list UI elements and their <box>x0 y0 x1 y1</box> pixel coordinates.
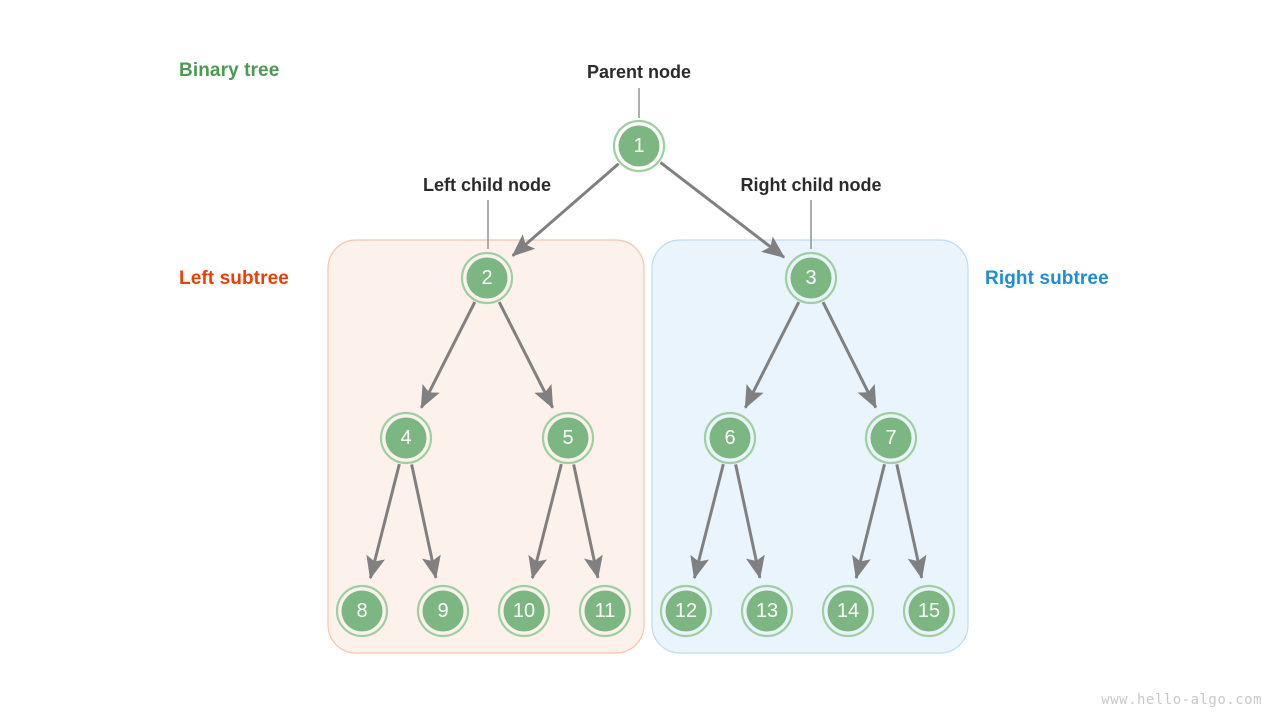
node-value-label: 9 <box>437 600 448 622</box>
tree-edge <box>744 301 801 409</box>
node-value-label: 2 <box>481 267 492 289</box>
node-disc <box>827 590 869 632</box>
tree-edge <box>420 301 477 409</box>
node-disc <box>618 125 660 167</box>
node-disc <box>341 590 383 632</box>
node-ring <box>902 584 956 638</box>
node-ring <box>578 584 632 638</box>
node-ring <box>379 411 433 465</box>
node-value-label: 12 <box>675 600 697 622</box>
node-disc <box>584 590 626 632</box>
node-disc <box>908 590 950 632</box>
tree-edge <box>528 463 563 580</box>
tree-edge <box>659 161 785 259</box>
tree-edge <box>511 162 620 257</box>
node-ring <box>497 584 551 638</box>
node-ring <box>821 584 875 638</box>
label-left-child-node: Left child node <box>423 175 551 195</box>
tree-edge <box>410 464 441 579</box>
tree-node-4: 4 <box>379 411 433 465</box>
tree-node-3: 3 <box>784 251 838 305</box>
tree-node-13: 13 <box>740 584 794 638</box>
tree-node-8: 8 <box>335 584 389 638</box>
label-left-subtree: Left subtree <box>179 268 289 289</box>
tree-node-11: 11 <box>578 584 632 638</box>
node-value-label: 11 <box>595 600 616 622</box>
node-ring <box>703 411 757 465</box>
tree-node-15: 15 <box>902 584 956 638</box>
tree-edge <box>690 463 725 580</box>
tree-edge <box>572 464 603 579</box>
left-subtree-panel <box>327 239 645 654</box>
node-disc <box>503 590 545 632</box>
node-ring <box>784 251 838 305</box>
tree-node-2: 2 <box>460 251 514 305</box>
label-right-subtree: Right subtree <box>985 268 1109 289</box>
node-disc <box>665 590 707 632</box>
tree-edge <box>734 464 765 579</box>
node-disc <box>746 590 788 632</box>
tree-node-14: 14 <box>821 584 875 638</box>
subtree-panels <box>327 239 969 654</box>
annotation-leader-lines <box>487 88 812 249</box>
node-ring <box>416 584 470 638</box>
tree-node-5: 5 <box>541 411 595 465</box>
watermark: www.hello-algo.com <box>1101 692 1262 708</box>
node-disc <box>870 417 912 459</box>
node-value-label: 3 <box>805 267 816 289</box>
node-value-label: 8 <box>356 600 367 622</box>
node-value-label: 14 <box>837 600 859 622</box>
node-ring <box>460 251 514 305</box>
node-value-label: 6 <box>724 427 735 449</box>
tree-edge <box>366 463 401 580</box>
node-value-label: 13 <box>756 600 778 622</box>
right-subtree-panel <box>651 239 969 654</box>
node-ring <box>612 119 666 173</box>
node-ring <box>864 411 918 465</box>
node-ring <box>659 584 713 638</box>
tree-node-9: 9 <box>416 584 470 638</box>
node-value-label: 10 <box>513 600 535 622</box>
tree-edge <box>821 301 878 409</box>
node-value-label: 4 <box>400 427 411 449</box>
label-parent-node: Parent node <box>586 62 692 82</box>
node-value-label: 5 <box>562 427 573 449</box>
tree-edge <box>852 463 886 580</box>
node-disc <box>385 417 427 459</box>
tree-edge <box>497 301 554 409</box>
node-disc <box>547 417 589 459</box>
node-disc <box>709 417 751 459</box>
title-binary-tree: Binary tree <box>179 60 280 81</box>
label-right-child-node: Right child node <box>740 175 882 195</box>
node-ring <box>541 411 595 465</box>
tree-edge <box>895 464 927 579</box>
tree-node-6: 6 <box>703 411 757 465</box>
tree-node-7: 7 <box>864 411 918 465</box>
tree-edges <box>366 161 927 580</box>
node-ring <box>335 584 389 638</box>
node-disc <box>422 590 464 632</box>
node-value-label: 7 <box>885 427 896 449</box>
node-value-label: 1 <box>633 135 644 157</box>
node-disc <box>466 257 508 299</box>
tree-node-12: 12 <box>659 584 713 638</box>
tree-node-1: 1 <box>612 119 666 173</box>
node-value-label: 15 <box>918 600 940 622</box>
node-disc <box>790 257 832 299</box>
node-ring <box>740 584 794 638</box>
tree-node-10: 10 <box>497 584 551 638</box>
